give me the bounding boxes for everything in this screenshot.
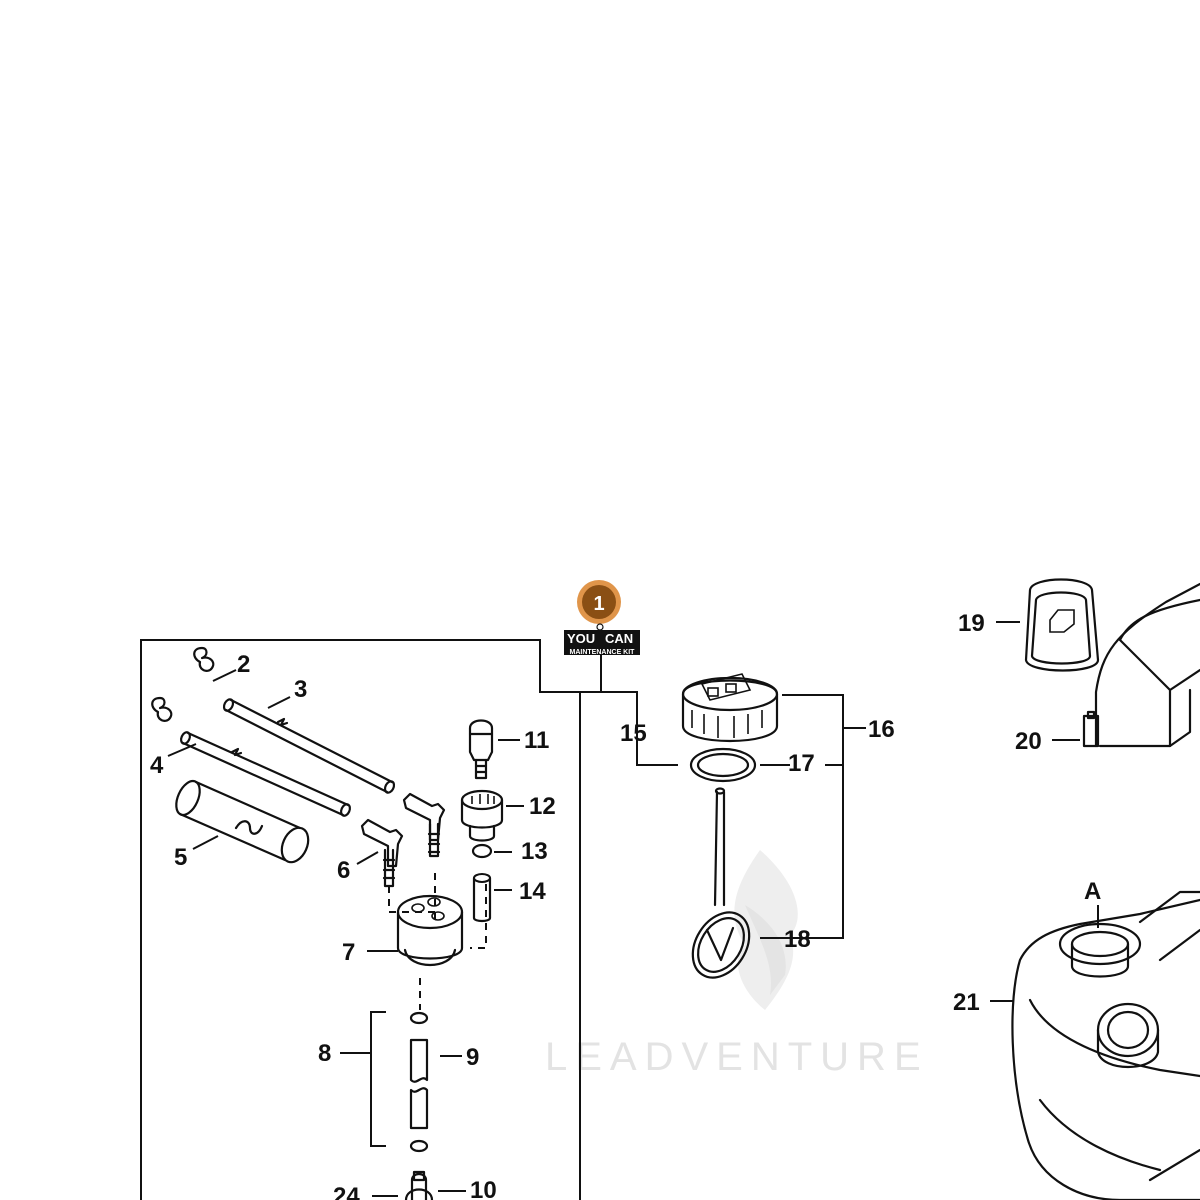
kit-badge-disc [582,585,616,619]
callout-16: 16 [868,716,895,743]
fuel-hose-part [222,698,396,794]
filter-housing-part [1082,582,1200,748]
kit-brand-right: CAN [605,631,633,646]
callout-3: 3 [294,676,307,703]
fuel-tank-part [1011,890,1200,1200]
spring-pin-part [472,873,492,923]
grommet-part [396,894,464,967]
callout-5: 5 [174,844,187,871]
o-ring-part [409,1011,429,1153]
air-filter-part [1024,578,1100,672]
watermark-text: LEADVENTURE [545,1035,929,1079]
flame-logo-icon [734,850,798,1010]
elbow-fitting-part [360,792,446,888]
view-a-label: A [1084,878,1101,905]
fuel-pickup-part [404,1170,434,1200]
bushing-part [460,789,504,842]
cap-group-bracket [760,694,866,939]
kit-subtitle-bar [564,646,640,655]
o-ring-bracket [340,1011,386,1147]
cap-gasket-part [689,747,757,783]
fuel-cap-part [681,673,779,743]
callout-11: 11 [524,727,549,754]
callout-2: 2 [237,651,250,678]
callout-21: 21 [953,989,980,1016]
callout-8: 8 [318,1040,331,1067]
watermark: LEADVENTURE [545,850,929,1079]
callout-6: 6 [337,857,350,884]
filter-plug-part [468,719,494,780]
callout-19: 19 [958,610,985,637]
callout-7: 7 [342,939,355,966]
callout-24: 24 [333,1183,360,1200]
callout-10: 10 [470,1177,497,1200]
wrench-icon [596,623,604,631]
o-ring-part-2 [471,843,493,859]
cap-strap-part [691,787,751,979]
kit-badge: 1 YOU CAN MAINTENANCE KIT [564,580,640,656]
callout-14: 14 [519,878,546,905]
callout-20: 20 [1015,728,1042,755]
callout-15: 15 [620,720,647,747]
callout-12: 12 [529,793,556,820]
callout-9: 9 [466,1044,479,1071]
leader-lines [167,621,1080,1197]
kit-connector-line [580,655,678,766]
kit-group-bracket [140,639,581,1200]
callout-13: 13 [521,838,548,865]
hose-sleeve-part [175,779,310,864]
kit-number: 1 [593,593,604,615]
kit-brand-bar [564,630,640,646]
callout-18: 18 [784,926,811,953]
fitting-dash-lines [388,872,487,949]
callout-17: 17 [788,750,815,777]
callout-labels: 2 3 4 5 6 7 8 9 10 11 12 13 14 15 16 17 … [150,610,1101,1200]
kit-subtitle: MAINTENANCE KIT [570,649,636,656]
fuel-hose-part-2 [180,731,351,817]
kit-brand-left: YOU [567,631,595,646]
callout-4: 4 [150,752,164,779]
pickup-hose-part [409,1038,429,1130]
hose-clamp-part [151,646,215,722]
